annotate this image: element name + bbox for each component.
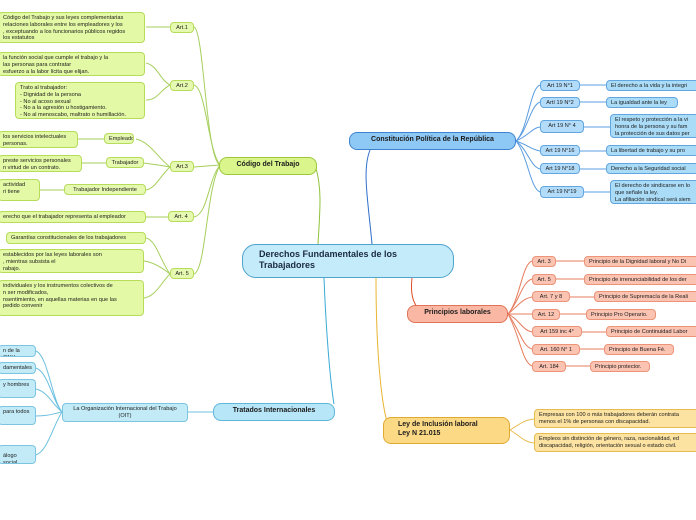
const-text-18: Derecho a la Seguridad social xyxy=(606,163,696,174)
tratados-item-todos: para todos xyxy=(0,406,36,425)
link-center-tratados xyxy=(323,277,335,405)
const-text-1: El derecho a la vida y la integri xyxy=(606,80,696,91)
constitucion-node[interactable]: Constitución Política de la República xyxy=(349,132,516,150)
art1-text: Código del Trabajo y sus leyes complemen… xyxy=(0,12,145,43)
principio-art-12[interactable]: Art. 12 xyxy=(532,309,560,320)
independiente-text: actividad ri tiene xyxy=(0,179,40,201)
art3-node[interactable]: Art.3 xyxy=(170,161,194,172)
art2-text-function: la función social que cumple el trabajo … xyxy=(0,52,145,76)
principio-text-buena-fe: Principio de Buena Fé. xyxy=(604,344,674,355)
const-text-4: El respeto y protección a la vi honra de… xyxy=(610,114,696,138)
principio-text-irrenunciabilidad: Principio de irrenunciabilidad de los de… xyxy=(584,274,696,285)
principio-text-dignidad: Principio de la Dignidad laboral y No Di xyxy=(584,256,696,267)
principio-art-184[interactable]: Art. 184 xyxy=(532,361,566,372)
const-art-4[interactable]: Art 19 N° 4 xyxy=(540,120,584,133)
principio-text-pro-operario: Principio Pro Operario. xyxy=(586,309,656,320)
const-art-2[interactable]: Artí 19 N°2 xyxy=(540,97,580,108)
principio-art-159[interactable]: Art 159 inc 4° xyxy=(532,326,582,337)
art4-node[interactable]: Art. 4 xyxy=(168,211,194,222)
tratados-item-hombres: y hombres xyxy=(0,379,36,398)
oit-node[interactable]: La Organización Internacional del Trabaj… xyxy=(62,403,188,422)
const-text-16: La libertad de trabajo y su pro xyxy=(606,145,696,156)
principio-text-protector: Principio protector. xyxy=(590,361,650,372)
principio-text-supremacia: Principio de Supremacía de la Reali xyxy=(594,291,696,302)
ley-text-empresas: Empresas con 100 o más trabajadores debe… xyxy=(534,409,696,428)
art5-text-garantias: Garantías constitucionales de los trabaj… xyxy=(6,232,146,244)
trabajador-independiente-node[interactable]: Trabajador Independiente xyxy=(64,184,146,195)
art1-node[interactable]: Art.1 xyxy=(170,22,194,33)
link-center-constitucion xyxy=(365,149,373,245)
tratados-item-onu: n de la ONU xyxy=(0,345,36,357)
principio-art-7-8[interactable]: Art. 7 y 8 xyxy=(532,291,570,302)
tratados-item-fundamentales: damentales xyxy=(0,362,36,374)
principio-art-5[interactable]: Art. 5 xyxy=(532,274,556,285)
tratados-item-dialogo: álogo social xyxy=(0,445,36,464)
const-art-19[interactable]: Art 19 N°19 xyxy=(540,186,584,198)
const-text-19: El derecho de sindicarse en lo que señal… xyxy=(610,180,696,204)
const-text-2: La igualdad ante la ley xyxy=(606,97,678,108)
art5-text-leyes: establecidos por las leyes laborales son… xyxy=(0,249,144,273)
principio-art-160[interactable]: Art. 160 N° 1 xyxy=(532,344,580,355)
tratados-internacionales-node[interactable]: Tratados Internacionales xyxy=(213,403,335,421)
const-art-1[interactable]: Art 19 N°1 xyxy=(540,80,580,91)
empleador-text: los servicios intelectuales personas. xyxy=(0,131,78,148)
art2-node[interactable]: Art.2 xyxy=(170,80,194,91)
link-center-codigo xyxy=(315,167,321,245)
art2-text-trato: Trato al trabajador: - Dignidad de la pe… xyxy=(15,82,145,119)
art5-text-instrumentos: individuales y los instrumentos colectiv… xyxy=(0,280,144,316)
trabajador-text: preste servicios personales n virtud de … xyxy=(0,155,82,172)
central-topic[interactable]: Derechos Fundamentales de los Trabajador… xyxy=(242,244,454,278)
principios-laborales-node[interactable]: Principios laborales xyxy=(407,305,508,323)
link-center-ley xyxy=(375,277,389,426)
ley-text-empleos: Empleos sin distinción de género, raza, … xyxy=(534,433,696,452)
art5-node[interactable]: Art. 5 xyxy=(170,268,194,279)
const-art-16[interactable]: Art 19 N°16 xyxy=(540,145,580,156)
principio-art-3[interactable]: Art. 3 xyxy=(532,256,556,267)
empleador-node[interactable]: Empleador: xyxy=(104,133,134,144)
trabajador-node[interactable]: Trabajador xyxy=(106,157,144,168)
art4-text: erecho que el trabajador representa al e… xyxy=(0,211,146,223)
ley-inclusion-node[interactable]: Ley de Inclusión laboral Ley N 21.015 xyxy=(383,417,510,444)
const-art-18[interactable]: Art 19 N°18 xyxy=(540,163,580,174)
codigo-del-trabajo-node[interactable]: Código del Trabajo xyxy=(219,157,317,175)
principio-text-continuidad: Principio de Continuidad Labor xyxy=(606,326,696,337)
